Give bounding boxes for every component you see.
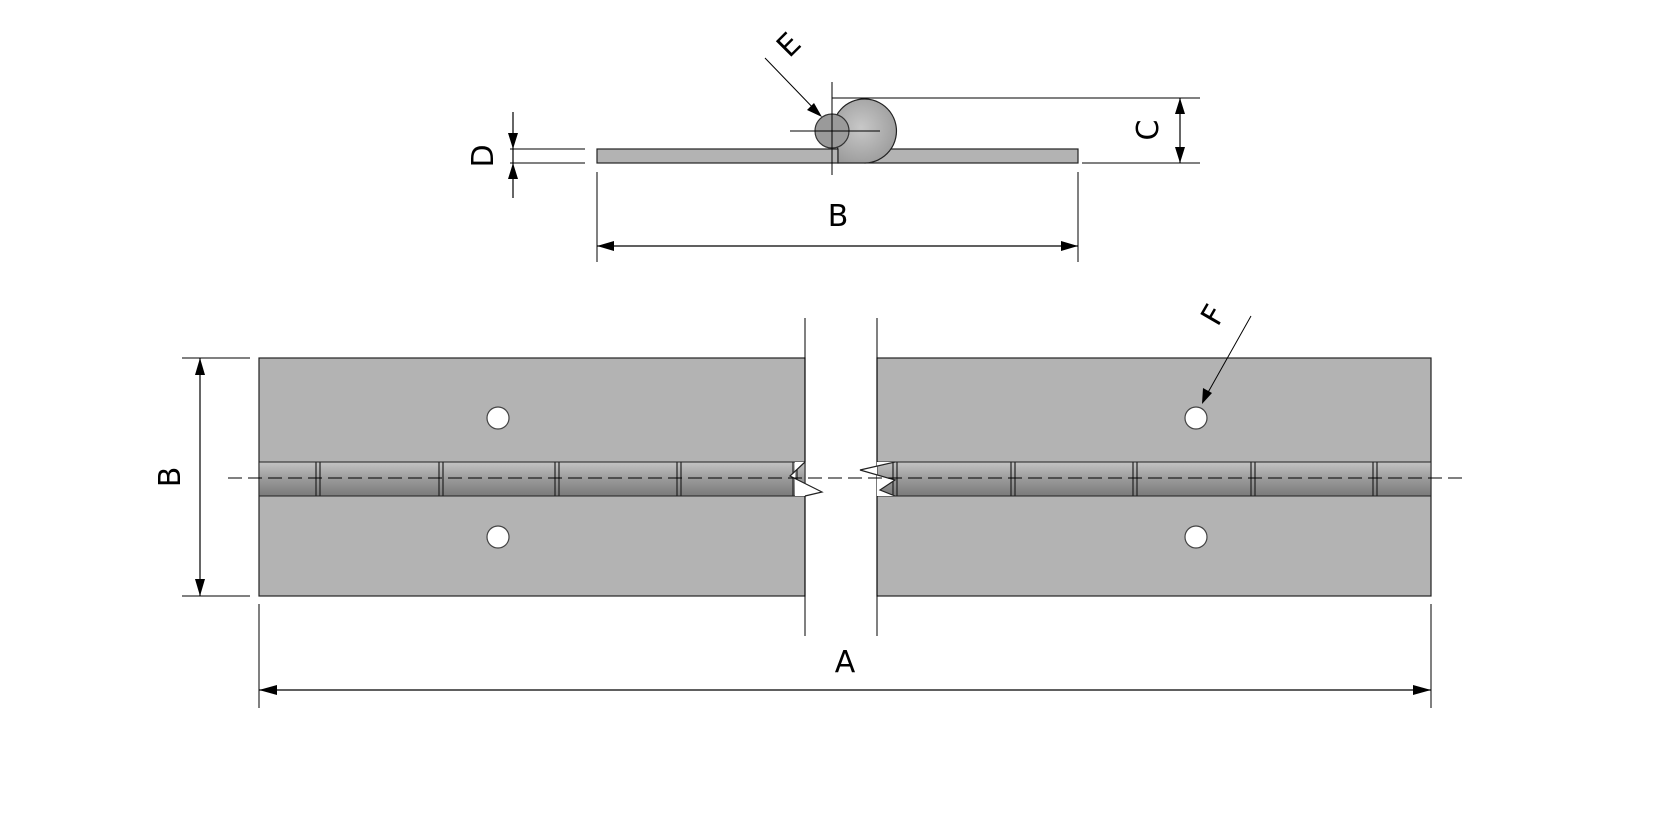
dim-a-arrow-right (1413, 685, 1431, 695)
dim-a-label: A (835, 645, 856, 680)
dim-c-arrow-top (1175, 98, 1185, 114)
dim-b-left-arrow-bottom (195, 579, 205, 596)
mounting-hole-bottom-left (486, 525, 510, 549)
side-view: D C B E (466, 26, 1200, 262)
dim-d-arrow-top (508, 133, 518, 149)
front-view: B A F (153, 299, 1465, 708)
dim-b-top-arrow-left (597, 241, 614, 251)
dim-b-top-label: B (828, 199, 849, 234)
mounting-hole-top-right (1184, 406, 1208, 430)
callout-f-label: F (1194, 299, 1233, 331)
dim-b-left-arrow-top (195, 358, 205, 375)
callout-e-arrow (807, 103, 822, 117)
front-view-left-break-mask (790, 462, 822, 496)
callout-e-leader (764, 57, 819, 114)
front-view-left-break-line (788, 461, 824, 497)
dim-c-arrow-bottom (1175, 147, 1185, 163)
dim-d-arrow-bottom (508, 163, 518, 179)
callout-f-arrow (1202, 388, 1212, 404)
front-view-right-break-line (859, 461, 897, 497)
mounting-hole-top-left (486, 406, 510, 430)
dim-a-arrow-left (259, 685, 277, 695)
side-view-right-leaf (864, 148, 1079, 164)
front-view-right-knuckle-strip (876, 461, 1432, 497)
front-view-left-knuckle-strip (258, 461, 806, 497)
side-view-left-leaf (596, 148, 839, 164)
front-view-right-break-mask (860, 462, 895, 496)
dim-d-label: D (466, 144, 501, 167)
mounting-hole-bottom-right (1184, 525, 1208, 549)
callout-f-leader (1205, 315, 1252, 397)
callout-e-label: E (770, 26, 808, 64)
dim-c-label: C (1131, 120, 1166, 141)
dim-b-left-label: B (153, 467, 188, 488)
dim-b-top-arrow-right (1061, 241, 1078, 251)
